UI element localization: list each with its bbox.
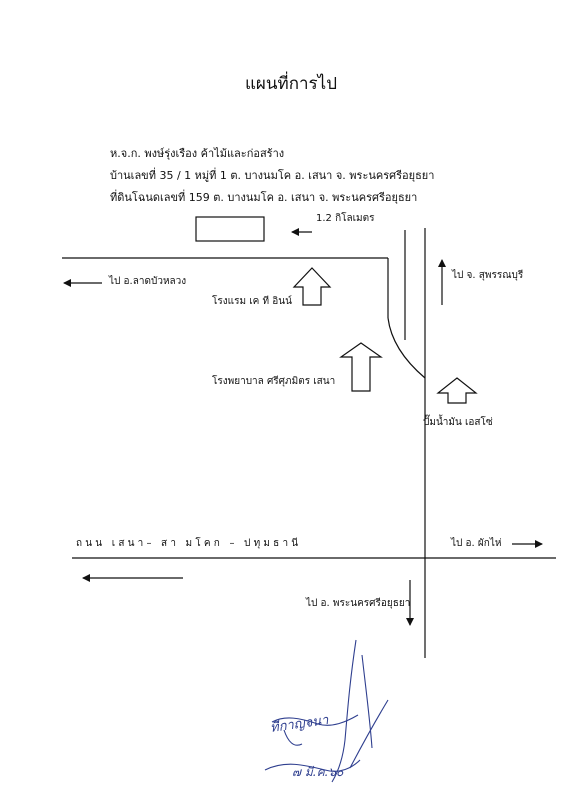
signature-date: ๗ มี.ค.๖๐ xyxy=(292,765,344,779)
gas-station-arrow-icon xyxy=(436,377,478,404)
to-ayutthaya-label: ไป อ. พระนครศรีอยุธยา xyxy=(306,598,411,609)
hotel-arrow-icon xyxy=(292,267,332,306)
destination-box xyxy=(195,216,265,242)
to-suphanburi-label: ไป จ. สุพรรณบุรี xyxy=(452,270,524,281)
company-name: ห.จ.ก. พงษ์รุ่งเรือง ค้าไม้และก่อสร้าง xyxy=(110,147,285,160)
signature-scribble xyxy=(264,639,389,783)
to-phak-hai-label: ไป อ. ผักไห่ xyxy=(451,538,502,549)
distance-label: 1.2 กิโลเมตร xyxy=(316,213,375,224)
gas-station-label: ปั๊มน้ำมัน เอสโซ่ xyxy=(423,417,493,428)
house-address: บ้านเลขที่ 35 / 1 หมู่ที่ 1 ต. บางนมโค อ… xyxy=(110,169,435,182)
page-title: แผนที่การไป xyxy=(244,74,338,94)
to-lat-bua-luang-label: ไป อ.ลาดบัวหลวง xyxy=(109,276,187,287)
hospital-label: โรงพยาบาล ศรีศุภมิตร เสนา xyxy=(212,376,336,387)
upper-road xyxy=(62,230,426,379)
land-deed: ที่ดินโฉนดเลขที่ 159 ต. บางนมโค อ. เสนา … xyxy=(110,191,418,204)
hotel-label: โรงแรม เค ที อินน์ xyxy=(212,296,292,307)
main-road-label: ถนน เสนา– สา มโคก – ปทุมธานี xyxy=(76,538,302,549)
hospital-arrow-icon xyxy=(339,342,383,392)
